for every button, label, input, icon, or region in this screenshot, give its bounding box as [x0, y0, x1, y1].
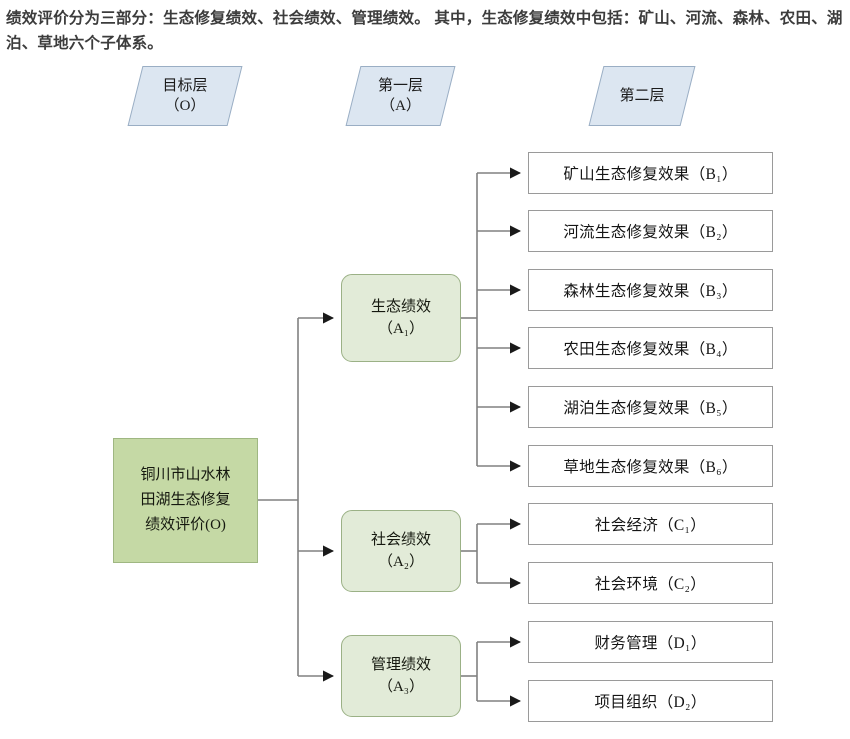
header-goal-layer-label: 目标层 （O） [162, 78, 208, 114]
criteria-node-a3[interactable]: 管理绩效 （A₃） [341, 635, 461, 717]
header-first-layer: 第一层 （A） [345, 66, 456, 126]
leaf-node-c1[interactable]: 社会经济（C₁） [528, 503, 773, 545]
leaf-node-b5[interactable]: 湖泊生态修复效果（B₅） [528, 386, 773, 428]
leaf-node-b6[interactable]: 草地生态修复效果（B₆） [528, 445, 773, 487]
leaf-node-b1[interactable]: 矿山生态修复效果（B₁） [528, 152, 773, 194]
root-node-goal[interactable]: 铜川市山水林 田湖生态修复 绩效评价(O) [113, 438, 258, 563]
criteria-node-a2[interactable]: 社会绩效 （A₂） [341, 510, 461, 592]
header-second-layer: 第二层 [588, 66, 696, 126]
diagram-caption: 绩效评价分为三部分：生态修复绩效、社会绩效、管理绩效。 其中，生态修复绩效中包括… [6, 10, 843, 52]
header-goal-layer: 目标层 （O） [127, 66, 243, 126]
header-second-layer-label: 第二层 [619, 88, 665, 104]
criteria-node-a1[interactable]: 生态绩效 （A₁） [341, 274, 461, 362]
leaf-node-b3[interactable]: 森林生态修复效果（B₃） [528, 269, 773, 311]
leaf-node-c2[interactable]: 社会环境（C₂） [528, 562, 773, 604]
leaf-node-d1[interactable]: 财务管理（D₁） [528, 621, 773, 663]
leaf-node-b4[interactable]: 农田生态修复效果（B₄） [528, 327, 773, 369]
leaf-node-d2[interactable]: 项目组织（D₂） [528, 680, 773, 722]
header-first-layer-label: 第一层 （A） [377, 78, 423, 114]
leaf-node-b2[interactable]: 河流生态修复效果（B₂） [528, 210, 773, 252]
